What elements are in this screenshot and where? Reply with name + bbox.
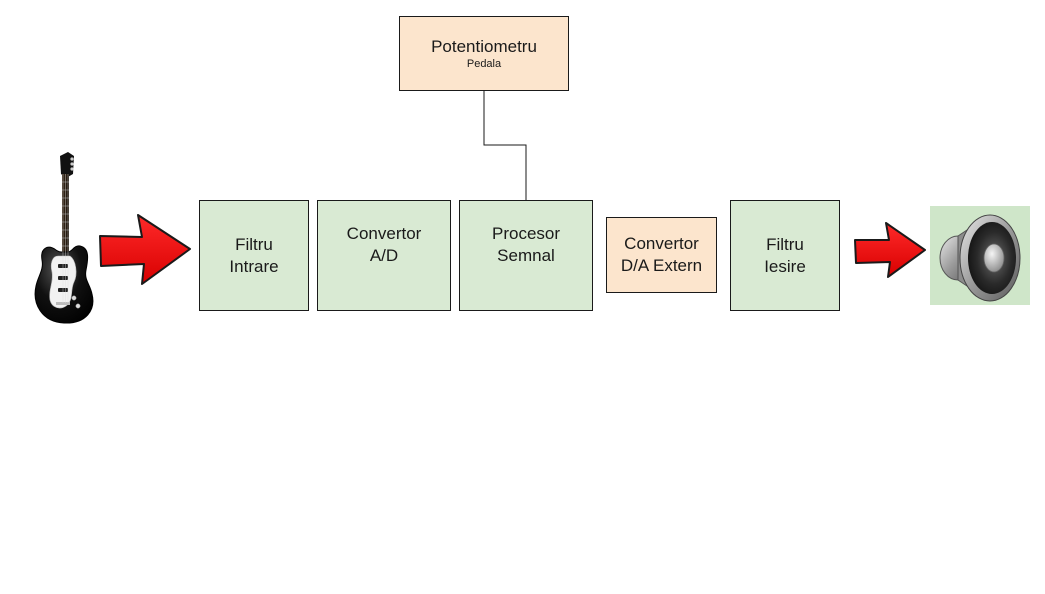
speaker-icon xyxy=(930,206,1030,305)
red-arrow-icon xyxy=(853,220,927,280)
potentiometer-sublabel: Pedala xyxy=(466,57,502,70)
input-filter-label: Filtru Intrare xyxy=(229,234,279,276)
output-filter-block: Filtru Iesire xyxy=(730,200,840,311)
potentiometer-label: Potentiometru xyxy=(431,36,537,56)
dac-label: Convertor D/A Extern xyxy=(620,234,703,275)
adc-block: Convertor A/D xyxy=(317,200,451,311)
dac-block: Convertor D/A Extern xyxy=(606,217,717,293)
red-arrow-icon xyxy=(98,212,192,288)
electric-guitar-icon xyxy=(30,152,100,327)
potentiometer-block: Potentiometru Pedala xyxy=(399,16,569,91)
adc-label: Convertor A/D xyxy=(346,224,422,265)
output-filter-label: Filtru Iesire xyxy=(764,234,806,276)
signal-processor-block: Procesor Semnal xyxy=(459,200,593,311)
signal-processor-label: Procesor Semnal xyxy=(491,224,561,265)
input-filter-block: Filtru Intrare xyxy=(199,200,309,311)
